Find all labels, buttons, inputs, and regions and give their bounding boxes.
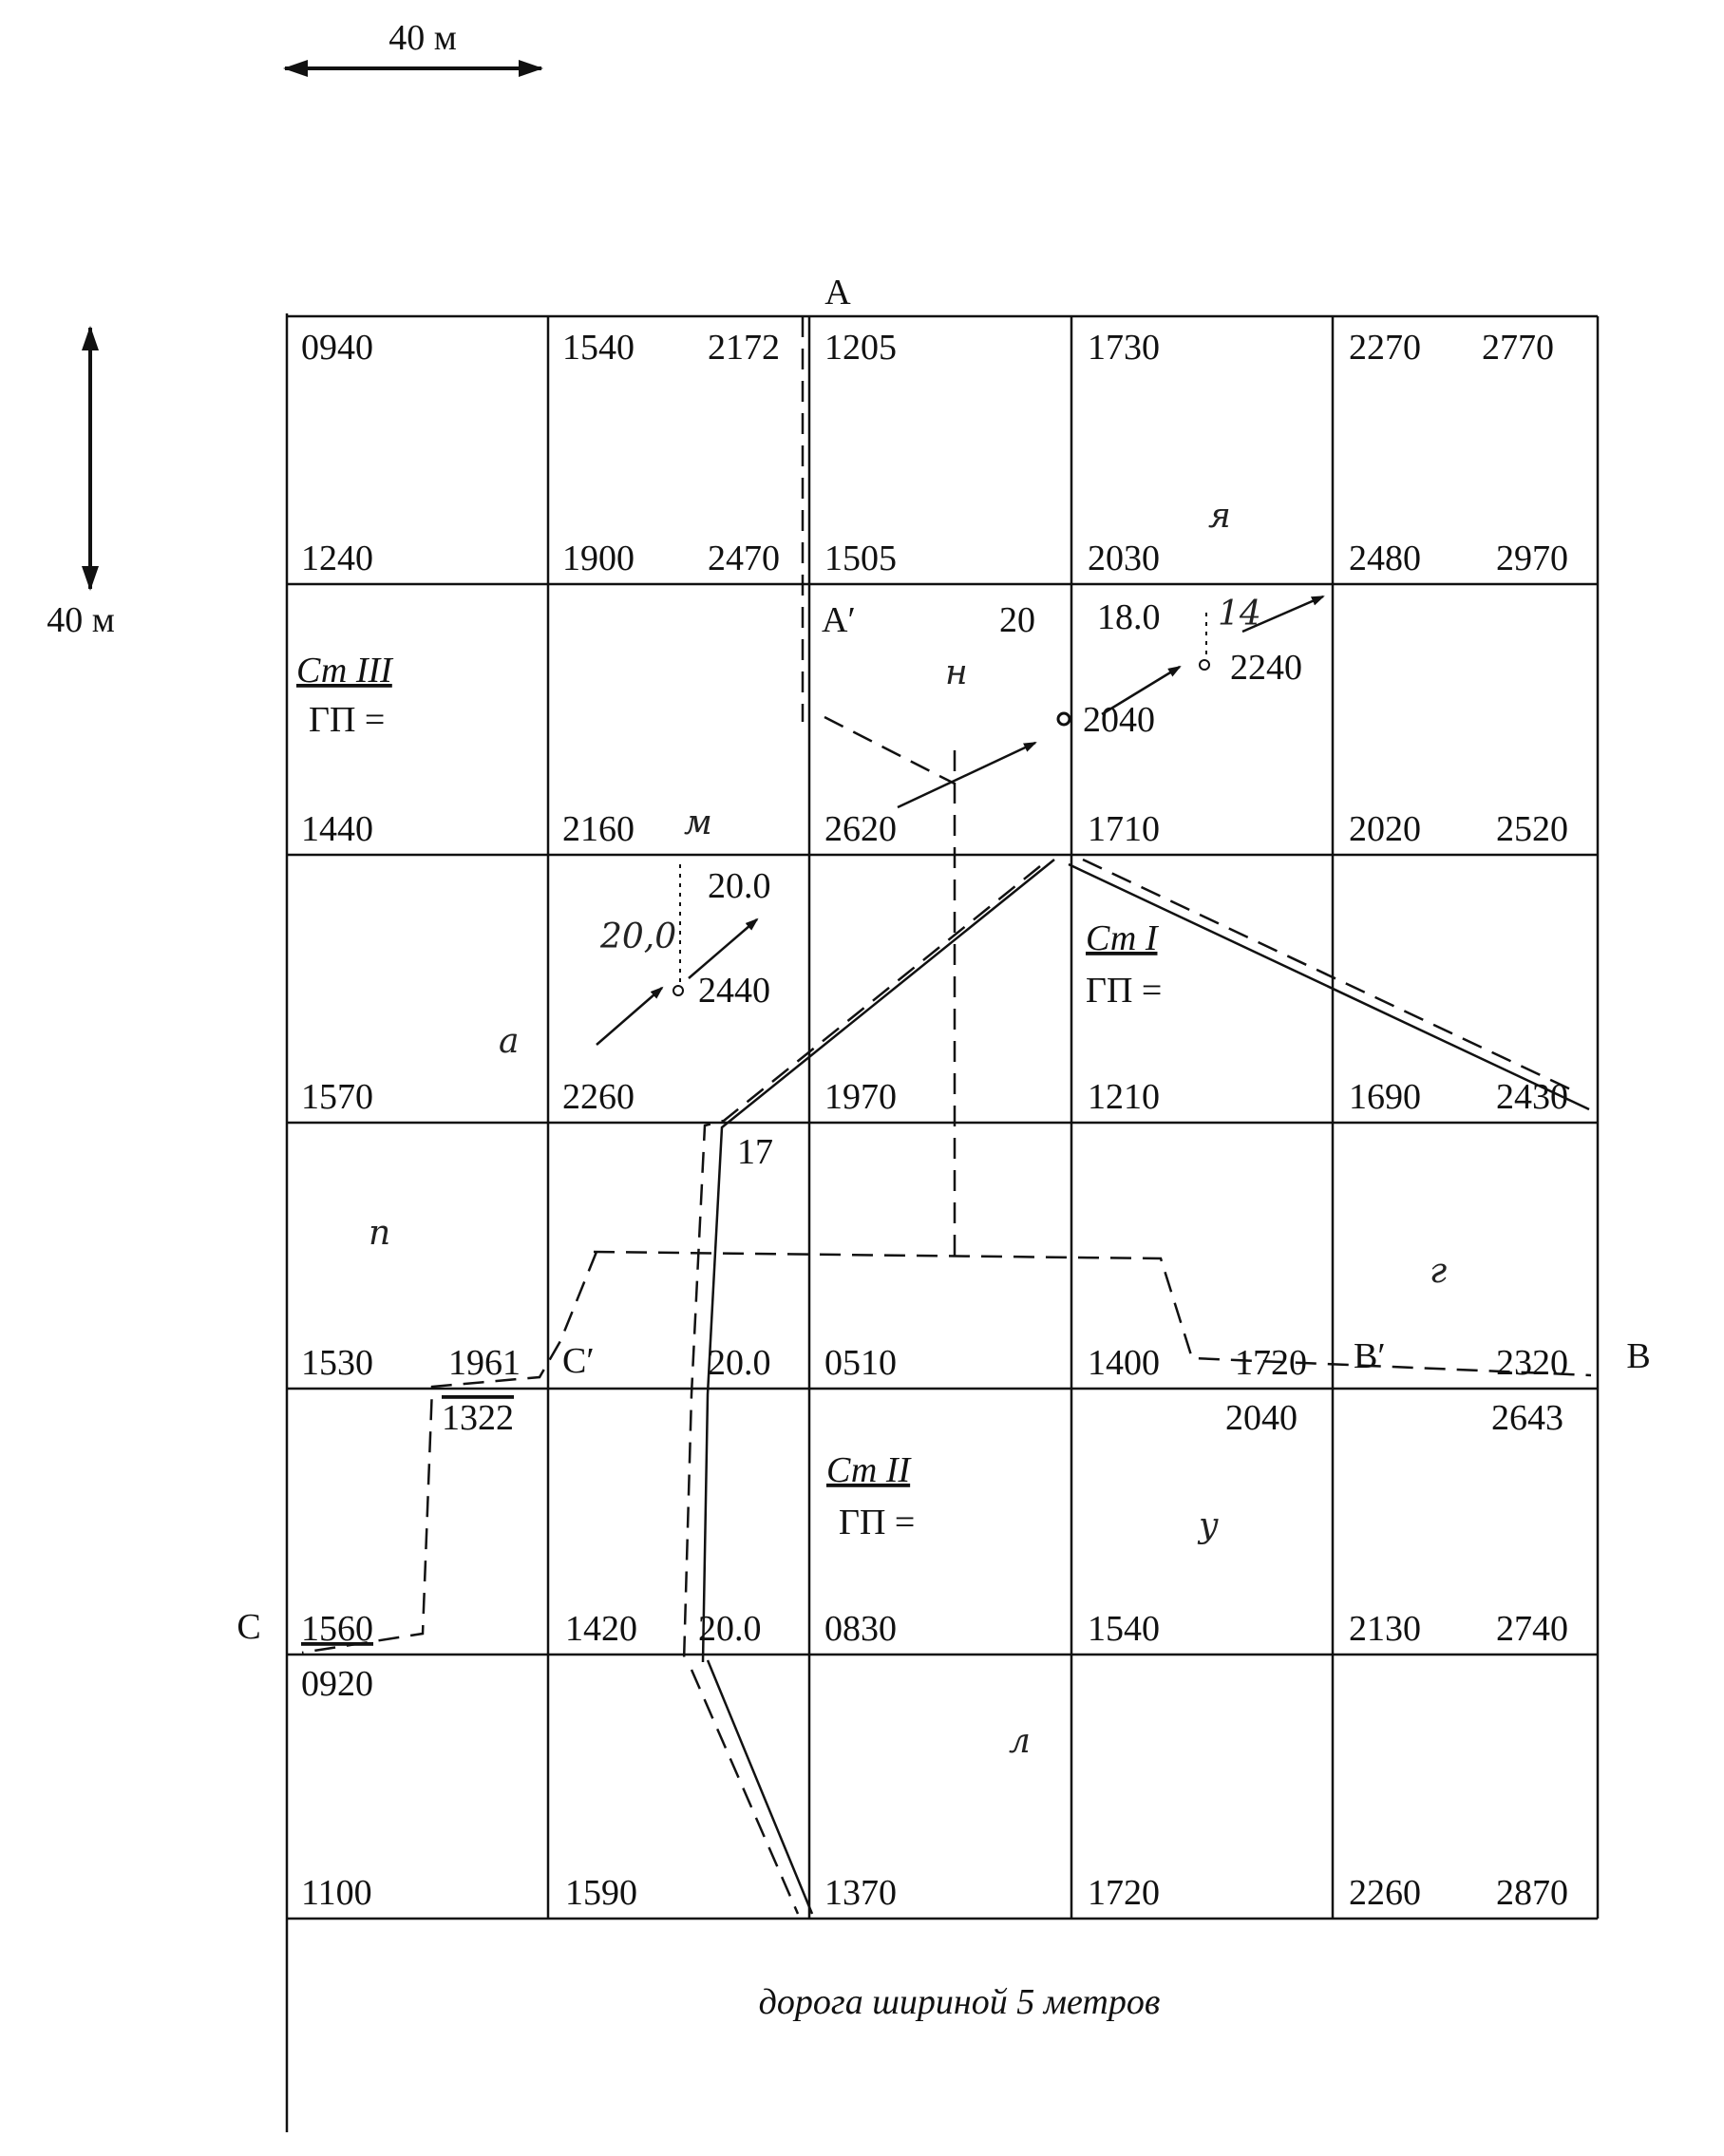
- reading: 2870: [1496, 1873, 1568, 1913]
- reading: 1210: [1088, 1077, 1160, 1117]
- reading: 2520: [1496, 809, 1568, 849]
- reading: 0920: [301, 1664, 373, 1704]
- feature-labels: 20 18.0 14 2240 2040 20.0 20,0 2440 17 2…: [599, 595, 1302, 1649]
- road-mark-20-lower: 20.0: [698, 1609, 762, 1649]
- reading: 1400: [1088, 1343, 1160, 1383]
- point-A: A: [824, 273, 851, 312]
- grid-readings: 0940 1540 2172 1205 1730 2270 2770 1240 …: [301, 328, 1568, 1913]
- reading: 2172: [708, 328, 780, 368]
- reading: 0830: [824, 1609, 897, 1649]
- scale-label-vertical: 40 м: [47, 600, 115, 640]
- reading: 1730: [1088, 328, 1160, 368]
- reading: 1970: [824, 1077, 897, 1117]
- reading: 2620: [824, 809, 897, 849]
- reading: 1570: [301, 1077, 373, 1117]
- cell-letter: я: [1208, 497, 1231, 536]
- scale-bar-vertical: 40 м: [47, 326, 115, 640]
- pit2-marker: [1056, 711, 1071, 727]
- reading: 1530: [301, 1343, 373, 1383]
- reading: 1540: [1088, 1609, 1160, 1649]
- cell-letter: м: [684, 804, 712, 842]
- point-B: B: [1626, 1336, 1650, 1376]
- reading: 1240: [301, 539, 373, 578]
- road-mark-20-upper: 20.0: [708, 1343, 771, 1383]
- a-prime-value: 20: [999, 600, 1035, 640]
- reading: 1440: [301, 809, 373, 849]
- scale-bar-horizontal: 40 м: [283, 18, 543, 77]
- pit2-reading: 2040: [1083, 700, 1155, 740]
- reading: 0510: [824, 1343, 897, 1383]
- reading: 2260: [1349, 1873, 1421, 1913]
- pit3-flow: 20,0: [599, 917, 676, 956]
- point-C-prime: C′: [562, 1341, 595, 1381]
- reading: 1205: [824, 328, 897, 368]
- reading: 1322: [442, 1398, 514, 1438]
- reading: 1720: [1235, 1343, 1307, 1383]
- reading: 2970: [1496, 539, 1568, 578]
- reading: 2030: [1088, 539, 1160, 578]
- grid-lines: [285, 313, 1600, 2132]
- scale-label-horizontal: 40 м: [388, 18, 457, 58]
- point-C: C: [237, 1607, 260, 1647]
- reading: 2130: [1349, 1609, 1421, 1649]
- reading: 1100: [301, 1873, 372, 1913]
- reading: 2020: [1349, 809, 1421, 849]
- reading: 2643: [1491, 1398, 1563, 1438]
- reading: 1720: [1088, 1873, 1160, 1913]
- pit3-marker: [673, 985, 684, 996]
- reading: 1590: [565, 1873, 637, 1913]
- pit1-marker: [1199, 659, 1210, 671]
- station-gp: ГП =: [1086, 971, 1162, 1011]
- reading: 2160: [562, 809, 635, 849]
- plot-boundary: [301, 316, 1592, 1655]
- pit1-height: 18.0: [1097, 597, 1161, 637]
- road-lines: [682, 858, 1590, 1915]
- cell-letter: п: [369, 1214, 390, 1253]
- reading: 1540: [562, 328, 635, 368]
- station-I: Ст I ГП =: [1086, 918, 1162, 1011]
- reading: 2260: [562, 1077, 635, 1117]
- point-B-prime: B′: [1354, 1336, 1386, 1376]
- reading: 0940: [301, 328, 373, 368]
- pit3-reading: 2440: [698, 971, 770, 1011]
- caption: дорога шириной 5 метров: [759, 1982, 1161, 2022]
- reading: 1710: [1088, 809, 1160, 849]
- reading: 1505: [824, 539, 897, 578]
- station-gp: ГП =: [839, 1503, 915, 1542]
- reading: 2270: [1349, 328, 1421, 368]
- station-name: Ст III: [296, 651, 394, 690]
- station-II: Ст II ГП =: [826, 1450, 915, 1542]
- cell-letter: н: [945, 653, 968, 692]
- cell-letter: л: [1009, 1722, 1031, 1761]
- reading: 2770: [1482, 328, 1554, 368]
- reading: 1961: [448, 1343, 521, 1383]
- reading: 2470: [708, 539, 780, 578]
- station-name: Ст II: [826, 1450, 912, 1490]
- reading: 2740: [1496, 1609, 1568, 1649]
- road-mark-17: 17: [737, 1132, 773, 1172]
- cell-letter: а: [499, 1022, 519, 1061]
- reading: 2040: [1225, 1398, 1298, 1438]
- flow-arrows: [596, 595, 1325, 1046]
- point-A-prime: A′: [822, 600, 856, 640]
- pit1-reading: 2240: [1230, 648, 1302, 688]
- cell-letters: я н м а п г у л: [369, 497, 1447, 1761]
- station-gp: ГП =: [309, 700, 385, 740]
- reading: 2480: [1349, 539, 1421, 578]
- reading: 1690: [1349, 1077, 1421, 1117]
- reading: 1420: [565, 1609, 637, 1649]
- cell-letter: г: [1430, 1252, 1447, 1291]
- reading: 1370: [824, 1873, 897, 1913]
- cell-letter: у: [1197, 1506, 1219, 1545]
- pit3-height: 20.0: [708, 866, 771, 906]
- station-III: Ст III ГП =: [296, 651, 394, 740]
- pit1-flow: 14: [1218, 595, 1261, 634]
- reading: 1900: [562, 539, 635, 578]
- station-name: Ст I: [1086, 918, 1160, 958]
- reading: 2320: [1496, 1343, 1568, 1383]
